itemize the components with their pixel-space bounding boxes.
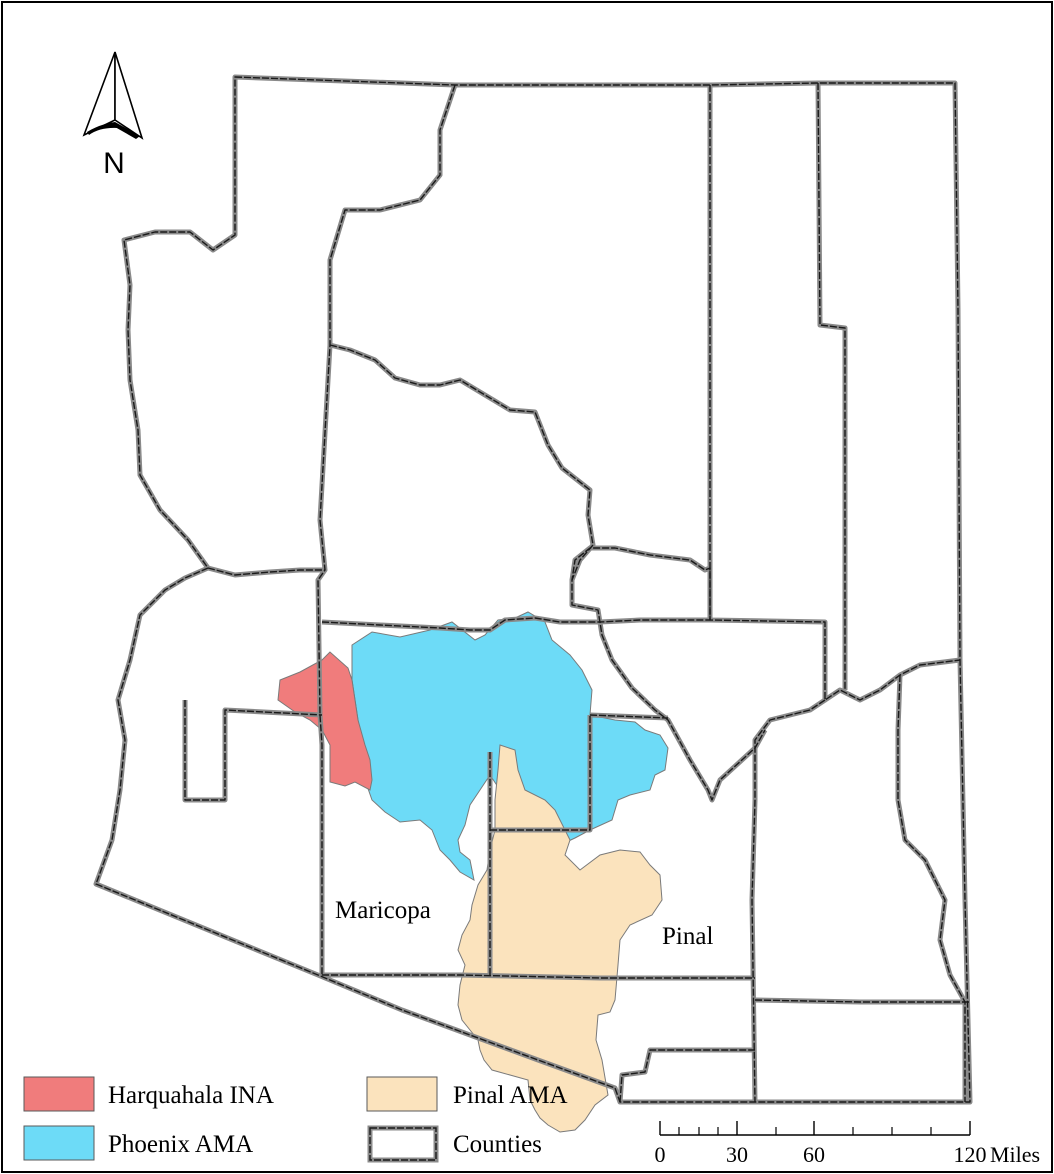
legend-label-harquahala-ina: Harquahala INA — [108, 1082, 274, 1109]
pinal-ama-region — [457, 744, 663, 1133]
legend-swatch-harquahala-ina — [23, 1076, 95, 1112]
county-label-maricopa: Maricopa — [335, 897, 431, 924]
north-arrow-icon: N — [82, 51, 144, 180]
north-arrow-label: N — [103, 147, 125, 180]
scale-tick-30: 30 — [726, 1142, 748, 1167]
scale-tick-0: 0 — [655, 1142, 666, 1167]
harquahala-ina-region — [277, 651, 373, 791]
legend-swatch-phoenix-ama — [23, 1125, 95, 1161]
scale-unit: Miles — [990, 1142, 1040, 1167]
legend-label-pinal-ama: Pinal AMA — [453, 1082, 568, 1109]
legend: Harquahala INA Pinal AMA Phoenix AMA Cou… — [23, 1076, 568, 1163]
legend-label-counties: Counties — [453, 1131, 542, 1158]
scale-bar: 0 30 60 120 Miles — [655, 1121, 1040, 1167]
county-boundaries — [93, 74, 973, 1105]
scale-tick-60: 60 — [803, 1142, 825, 1167]
legend-label-phoenix-ama: Phoenix AMA — [108, 1131, 253, 1158]
legend-swatch-pinal-ama — [366, 1076, 438, 1112]
legend-swatch-counties — [367, 1125, 439, 1163]
county-label-pinal: Pinal — [662, 923, 713, 950]
scale-tick-120: 120 — [954, 1142, 987, 1167]
